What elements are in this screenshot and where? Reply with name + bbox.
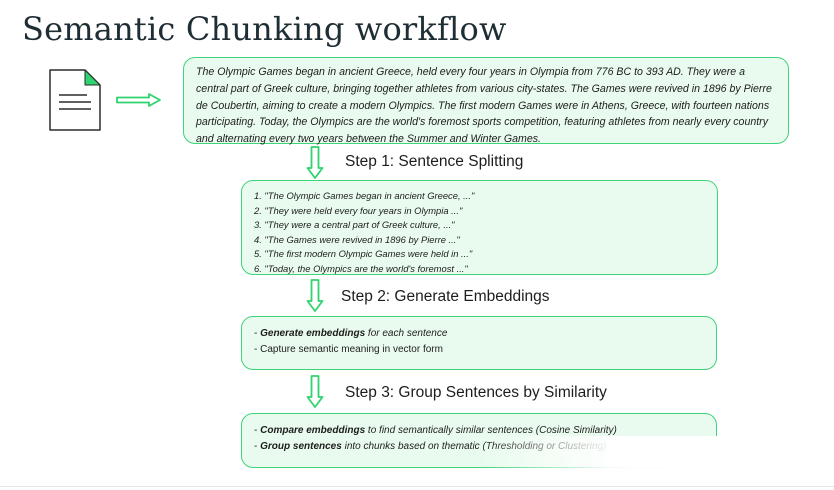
embeddings-box: - Generate embeddings for each sentence … <box>241 316 717 370</box>
source-text-box: The Olympic Games began in ancient Greec… <box>183 57 789 146</box>
arrow-right-icon <box>116 93 161 107</box>
bullet-bold: Group sentences <box>260 441 342 452</box>
embeddings-bullet-2: - Capture semantic meaning in vector for… <box>254 344 443 355</box>
step-1-label: Step 1: Sentence Splitting <box>345 153 524 170</box>
bullet-text: to find semantically similar sentences (… <box>365 425 617 436</box>
list-item: 6. "Today, the Olympics are the world's … <box>254 262 468 274</box>
bullet-text: into chunks based on thematic (Threshold… <box>341 441 607 452</box>
grouping-bullet-1: - Compare embeddings to find semanticall… <box>254 423 704 439</box>
grouping-bullet-2: - Group sentences into chunks based on t… <box>254 439 704 455</box>
embeddings-bullet-1: - Generate embeddings for each sentence <box>254 326 704 342</box>
list-item: 3. "They were a central part of Greek cu… <box>254 219 455 231</box>
list-item: 5. "The first modern Olympic Games were … <box>254 248 473 260</box>
bullet-prefix: - <box>254 441 261 452</box>
source-text: The Olympic Games began in ancient Greec… <box>196 66 772 146</box>
arrow-down-icon <box>306 279 324 312</box>
bullet-prefix: - <box>254 425 261 436</box>
step-2-label: Step 2: Generate Embeddings <box>341 288 550 305</box>
sentence-list-box: 1. "The Olympic Games began in ancient G… <box>241 180 718 275</box>
arrow-down-icon <box>306 146 324 179</box>
step-3-label: Step 3: Group Sentences by Similarity <box>345 384 607 401</box>
bullet-bold: Generate embeddings <box>260 328 366 339</box>
fade-overlay <box>480 436 718 468</box>
bullet-text: for each sentence <box>365 328 448 339</box>
bullet-prefix: - <box>254 328 261 339</box>
divider <box>0 486 834 487</box>
list-item: 1. "The Olympic Games began in ancient G… <box>254 190 475 201</box>
document-icon <box>49 69 101 131</box>
arrow-down-icon <box>306 375 324 408</box>
bullet-bold: Compare embeddings <box>260 425 366 436</box>
list-item: 2. "They were held every four years in O… <box>254 204 463 216</box>
list-item: 4. "The Games were revived in 1896 by Pi… <box>254 233 460 245</box>
page-title: Semantic Chunking workflow <box>22 10 507 48</box>
